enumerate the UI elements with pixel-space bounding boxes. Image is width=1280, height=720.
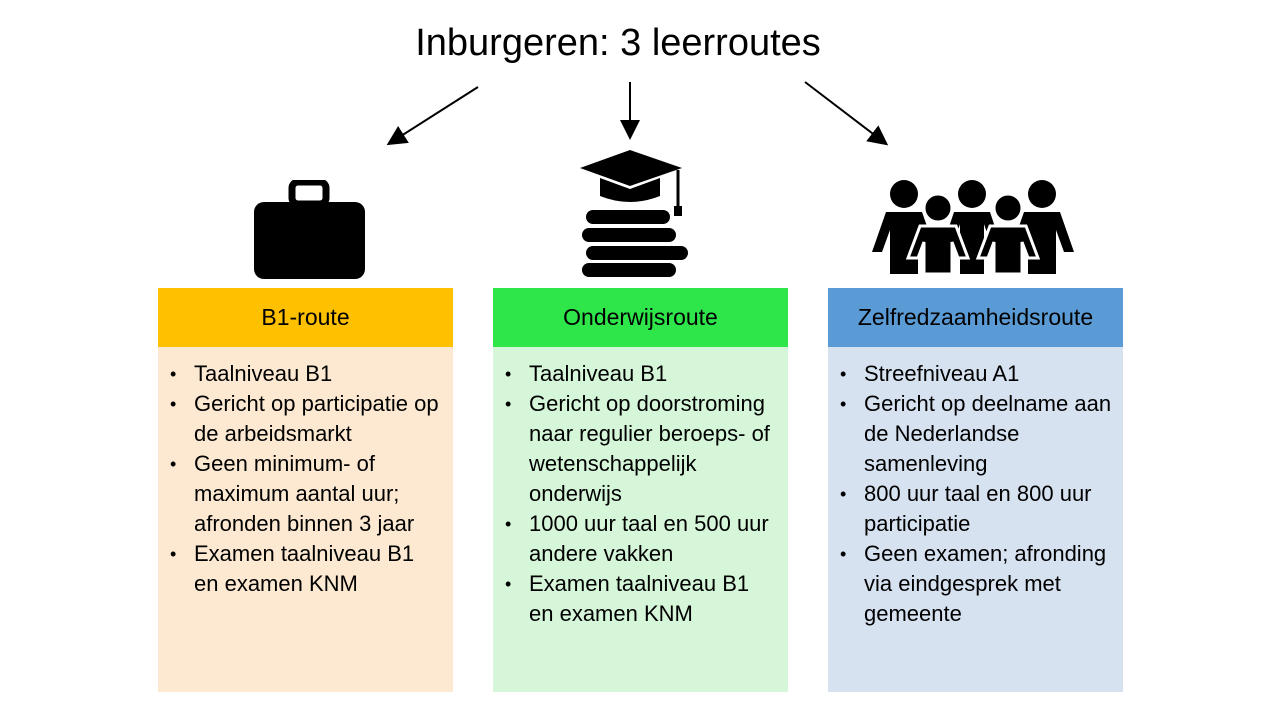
route-header: Onderwijsroute (493, 288, 788, 347)
list-item: 800 uur taal en 800 uur participatie (840, 479, 1113, 539)
route-body: Taalniveau B1Gericht op doorstroming naa… (493, 347, 788, 692)
route-card-2: OnderwijsrouteTaalniveau B1Gericht op do… (493, 288, 788, 692)
route-body: Streefniveau A1Gericht op deelname aan d… (828, 347, 1123, 692)
slide-title: Inburgeren: 3 leerroutes (415, 22, 821, 64)
route-items: Taalniveau B1Gericht op participatie op … (168, 359, 443, 599)
route-card-1: B1-routeTaalniveau B1Gericht op particip… (158, 288, 453, 692)
arrows (386, 81, 889, 146)
route-card-3: ZelfredzaamheidsrouteStreefniveau A1Geri… (828, 288, 1123, 692)
list-item: Gericht op deelname aan de Nederlandse s… (840, 389, 1113, 479)
briefcase-icon (254, 180, 365, 279)
route-header: B1-route (158, 288, 453, 347)
list-item: Taalniveau B1 (505, 359, 778, 389)
list-item: Geen minimum- of maximum aantal uur; afr… (170, 449, 443, 539)
list-item: Examen taalniveau B1 en examen KNM (505, 569, 778, 629)
list-item: 1000 uur taal en 500 uur andere vakken (505, 509, 778, 569)
list-item: Taalniveau B1 (170, 359, 443, 389)
list-item: Streefniveau A1 (840, 359, 1113, 389)
list-item: Geen examen; afronding via eindgesprek m… (840, 539, 1113, 629)
route-header: Zelfredzaamheidsroute (828, 288, 1123, 347)
route-body: Taalniveau B1Gericht op participatie op … (158, 347, 453, 692)
list-item: Examen taalniveau B1 en examen KNM (170, 539, 443, 599)
arrow-left (386, 86, 479, 146)
list-item: Gericht op participatie op de arbeidsmar… (170, 389, 443, 449)
arrow-right (804, 81, 889, 146)
people-group-icon (872, 180, 1074, 274)
route-items: Streefniveau A1Gericht op deelname aan d… (838, 359, 1113, 629)
route-items: Taalniveau B1Gericht op doorstroming naa… (503, 359, 778, 629)
graduation-books-icon (580, 150, 688, 277)
list-item: Gericht op doorstroming naar regulier be… (505, 389, 778, 509)
